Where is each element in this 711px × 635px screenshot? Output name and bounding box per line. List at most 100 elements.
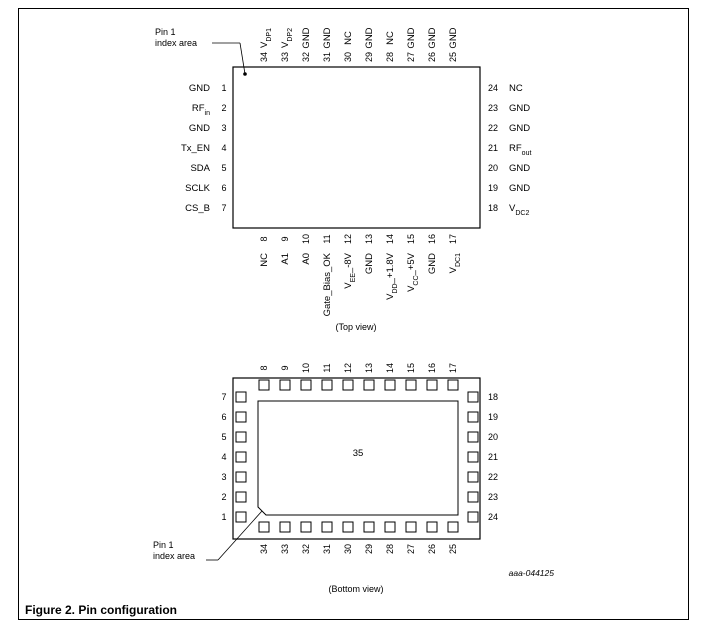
bottom-right-pad-number: 24 [488,512,498,522]
top-side-pin-label: GND [448,27,459,48]
bottom-bottom-pad [321,521,333,533]
top-right-pin-label: GND [509,123,530,134]
bottom-right-pad [467,471,479,483]
top-side-pin-number: 31 [322,52,332,62]
top-side-pin-number: 25 [448,52,458,62]
bottom-pin1-leader [217,510,263,561]
bottom-bottom-pad-number: 30 [343,544,353,554]
bottom-side-pin-number: 15 [406,234,416,244]
bottom-side-pin-label: GND [427,253,438,274]
bottom-side-pin-number: 9 [280,236,290,241]
top-left-pin-number: 2 [221,103,226,113]
bottom-left-pad [235,471,247,483]
bottom-right-pad-number: 21 [488,452,498,462]
top-side-pin-number: 29 [364,52,374,62]
bottom-side-pin-number: 10 [301,234,311,244]
top-right-pin-number: 21 [488,143,498,153]
bottom-top-pad [405,379,417,391]
top-left-pin-number: 5 [221,163,226,173]
bottom-left-pad [235,451,247,463]
bottom-top-pad-number: 14 [385,363,395,373]
center-pad-number: 35 [353,448,364,459]
bottom-side-pin-label: A0 [301,253,312,265]
bottom-bottom-pad-number: 26 [427,544,437,554]
top-left-pin-number: 7 [221,203,226,213]
center-pad [257,400,459,516]
top-package-outline [232,66,481,229]
bottom-bottom-pad-number: 28 [385,544,395,554]
bottom-side-pin-number: 8 [259,236,269,241]
bottom-bottom-pad [279,521,291,533]
bottom-right-pad-number: 19 [488,412,498,422]
figure-caption: Figure 2. Pin configuration [25,603,177,617]
bottom-side-pin-number: 11 [322,234,332,243]
top-right-pin-label: GND [509,103,530,114]
bottom-side-pin-number: 12 [343,234,353,244]
bottom-left-pad-number: 5 [221,432,226,442]
top-right-pin-label: GND [509,183,530,194]
top-left-pin-number: 4 [221,143,226,153]
bottom-right-pad [467,451,479,463]
bottom-pin1-label-line1: Pin 1 [153,540,174,550]
bottom-bottom-pad [426,521,438,533]
top-left-pin-label: CS_B [185,203,210,214]
bottom-right-pad-number: 20 [488,432,498,442]
top-left-pin-label: SCLK [185,183,210,194]
top-left-pin-label: GND [189,123,210,134]
bottom-top-pad [258,379,270,391]
bottom-left-pad-number: 2 [221,492,226,502]
top-right-pin-number: 20 [488,163,498,173]
top-side-pin-label: NC [385,31,396,45]
bottom-left-pad-number: 7 [221,392,226,402]
bottom-right-pad [467,491,479,503]
bottom-top-pad [300,379,312,391]
bottom-left-pad [235,491,247,503]
bottom-pin1-label-line2: index area [153,551,195,561]
bottom-right-pad-number: 22 [488,472,498,482]
figure-reference: aaa-044125 [509,568,555,578]
top-side-pin-number: 26 [427,52,437,62]
top-left-pin-label: RFin [192,103,210,117]
top-side-pin-number: 32 [301,52,311,62]
bottom-left-pad [235,411,247,423]
bottom-top-pad [342,379,354,391]
top-side-pin-label: GND [301,27,312,48]
pin1-leader [239,42,246,75]
bottom-side-pin-number: 17 [448,234,458,244]
top-side-pin-label: NC [343,31,354,45]
bottom-top-pad [447,379,459,391]
bottom-side-pin-label: A1 [280,253,291,265]
pin1-label-line2: index area [155,38,197,48]
bottom-bottom-pad [363,521,375,533]
bottom-side-pin-label: VEE_-8V [343,252,357,288]
top-right-pin-label: RFout [509,143,531,157]
top-right-pin-number: 18 [488,203,498,213]
bottom-bottom-pad-number: 32 [301,544,311,554]
bottom-side-pin-label: VDC1 [448,253,462,273]
top-side-pin-label: GND [364,27,375,48]
bottom-side-pin-number: 13 [364,234,374,244]
bottom-top-pad-number: 13 [364,363,374,373]
bottom-bottom-pad [258,521,270,533]
bottom-right-pad [467,391,479,403]
bottom-bottom-pad [447,521,459,533]
bottom-top-pad [363,379,375,391]
top-side-pin-number: 34 [259,52,269,62]
top-side-pin-label: VDP2 [280,28,294,48]
bottom-view-title: (Bottom view) [328,584,383,594]
bottom-top-pad-number: 11 [322,363,332,372]
bottom-side-pin-label: NC [259,253,270,267]
bottom-left-pad [235,391,247,403]
bottom-top-pad-number: 15 [406,363,416,373]
top-left-pin-number: 1 [221,83,226,93]
bottom-top-pad [279,379,291,391]
bottom-top-pad [384,379,396,391]
pin1-label-line1: Pin 1 [155,27,176,37]
top-left-pin-number: 3 [221,123,226,133]
top-side-pin-number: 33 [280,52,290,62]
bottom-top-pad [321,379,333,391]
bottom-right-pad-number: 23 [488,492,498,502]
bottom-top-pad-number: 17 [448,363,458,373]
